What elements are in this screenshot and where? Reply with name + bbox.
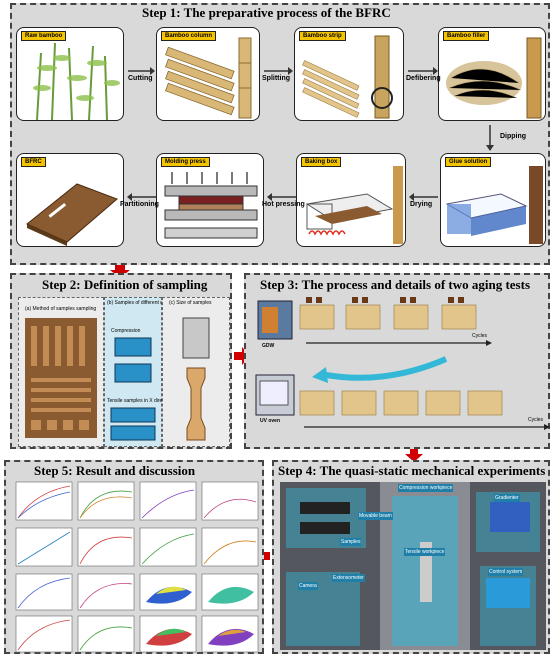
sampling-method-box: (a) Method of samples sampling xyxy=(18,297,104,447)
lab-photo: Compression workpiece Movable beam Sampl… xyxy=(280,482,546,650)
raw-bamboo-illustration xyxy=(33,42,120,120)
label-tensile-workpiece: Tensile workpiece xyxy=(404,548,446,556)
label-partitioning: Partitioning xyxy=(120,201,159,208)
testing-machine-illustration xyxy=(280,482,546,650)
tag-bfrc: BFRC xyxy=(21,157,46,167)
label-camera: Camera xyxy=(298,582,318,590)
step2-title: Step 2: Definition of sampling xyxy=(42,277,208,292)
method-label: (a) Method of samples sampling xyxy=(25,306,97,312)
tag-bamboo-strip: Bamboo strip xyxy=(299,31,346,41)
step3-panel: Step 3: The process and details of two a… xyxy=(244,273,550,449)
card-molding-press: Molding press xyxy=(156,153,264,247)
uv-oven-label: UV oven xyxy=(260,418,281,424)
card-glue-solution: Glue solution xyxy=(440,153,546,247)
gdw-label: GDW xyxy=(262,343,275,349)
label-gradienter: Gradienter xyxy=(494,494,520,502)
sample-size-box: (c) Size of samples xyxy=(162,297,230,447)
step5-title: Step 5: Result and discussion xyxy=(34,463,196,478)
molding-press-illustration xyxy=(164,172,258,239)
arrow-cutting: Cutting xyxy=(126,63,156,87)
tag-glue-solution: Glue solution xyxy=(445,157,492,167)
tag-bamboo-filler: Bamboo filler xyxy=(443,31,490,41)
baking-box-illustration xyxy=(305,166,403,244)
bamboo-strip-illustration xyxy=(302,35,393,119)
label-defibering: Defibering xyxy=(406,75,441,82)
step1-panel: Step 1: The preparative process of the B… xyxy=(10,3,550,265)
label-drying: Drying xyxy=(410,201,433,208)
tag-bamboo-column: Bamboo column xyxy=(161,31,217,41)
samples-direction-box: (b) Samples of different direction Compr… xyxy=(104,297,179,447)
step2-panel: Step 2: Definition of sampling (a) Metho… xyxy=(10,273,232,449)
results-plots-grid xyxy=(15,481,259,653)
card-bfrc: BFRC xyxy=(16,153,124,247)
samples-direction-illustration xyxy=(110,337,156,441)
arrow-dipping: Dipping xyxy=(482,123,542,153)
samples-label: (b) Samples of different direction xyxy=(107,300,180,306)
label-compression-workpiece: Compression workpiece xyxy=(398,484,454,492)
arrow-hot-pressing: Hot pressing xyxy=(262,189,305,213)
arrow-drying: Drying xyxy=(408,189,440,213)
label-samples: Samples xyxy=(340,538,362,546)
sample-size-illustration xyxy=(182,317,210,441)
step1-title: Step 1: The preparative process of the B… xyxy=(142,5,391,20)
aging-tests-illustration xyxy=(255,297,550,430)
tensile-label: Tensile samples in X direction xyxy=(107,398,173,404)
label-control-system: Control system xyxy=(488,568,524,576)
arrow-partitioning: Partitioning xyxy=(120,189,159,213)
tag-molding-press: Molding press xyxy=(161,157,210,167)
cycles-label-top: Cycles xyxy=(472,333,488,339)
label-hot-pressing: Hot pressing xyxy=(262,201,305,208)
card-baking-box: Baking box xyxy=(296,153,406,247)
label-splitting: Splitting xyxy=(262,75,290,82)
tag-raw-bamboo: Raw bamboo xyxy=(21,31,67,41)
step4-title: Step 4: The quasi-static mechanical expe… xyxy=(278,463,546,478)
arrow-splitting: Splitting xyxy=(262,63,294,87)
label-movable-beam: Movable beam xyxy=(358,512,393,520)
label-dipping: Dipping xyxy=(500,133,527,140)
tag-baking-box: Baking box xyxy=(301,157,342,167)
bamboo-column-illustration xyxy=(165,37,252,119)
label-extensometer: Extensometer xyxy=(332,574,365,582)
size-label: (c) Size of samples xyxy=(169,300,212,306)
card-bamboo-strip: Bamboo strip xyxy=(294,27,404,121)
step4-panel: Step 4: The quasi-static mechanical expe… xyxy=(272,460,550,654)
bamboo-filler-illustration xyxy=(446,37,542,119)
compression-label: Compression xyxy=(111,328,141,334)
sampling-board-illustration xyxy=(25,318,97,438)
card-bamboo-column: Bamboo column xyxy=(156,27,260,121)
step5-panel: Step 5: Result and discussion xyxy=(4,460,264,654)
card-bamboo-filler: Bamboo filler xyxy=(438,27,546,121)
glue-solution-illustration xyxy=(445,166,543,244)
label-cutting: Cutting xyxy=(128,75,153,82)
cycles-label-bottom: Cycles xyxy=(528,417,544,423)
arrow-defibering: Defibering xyxy=(406,63,441,87)
step3-title: Step 3: The process and details of two a… xyxy=(260,277,531,292)
bfrc-illustration xyxy=(26,183,118,246)
card-raw-bamboo: Raw bamboo xyxy=(16,27,124,121)
